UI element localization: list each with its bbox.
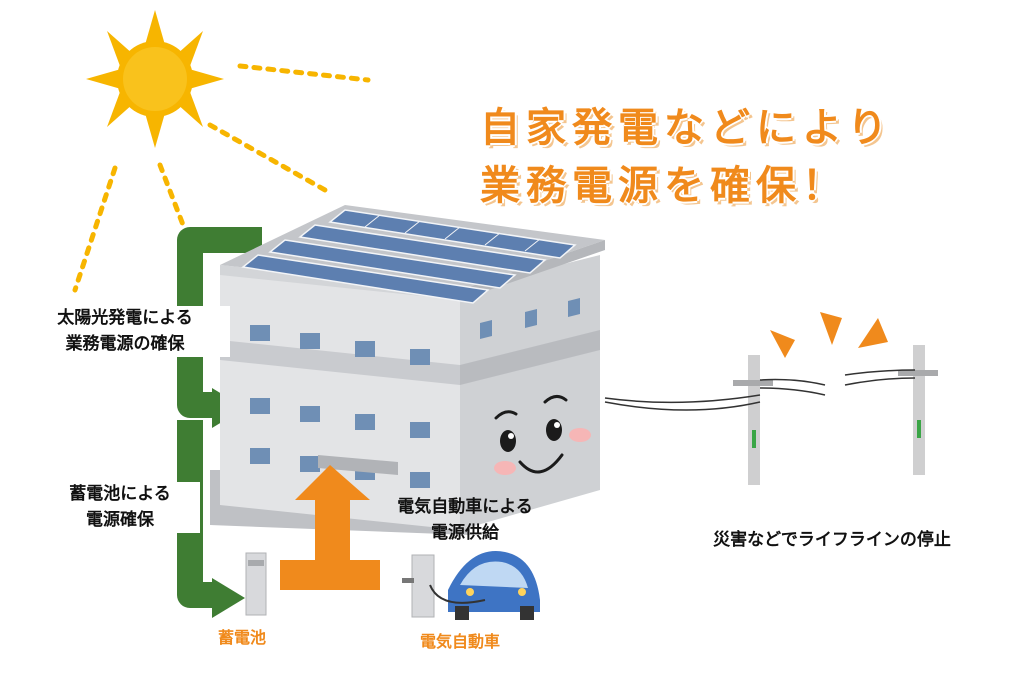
battery-label-line1: 蓄電池による [69, 484, 171, 504]
ev-supply-label: 電気自動車による 電源供給 [365, 495, 565, 546]
ev-device-label: 電気自動車 [420, 632, 501, 651]
utility-pole-icon [733, 345, 938, 485]
solar-label: 太陽光発電による 業務電源の確保 [20, 306, 230, 357]
headline-line-2: 業務電源を確保！ [480, 163, 848, 209]
ev-supply-label-line2: 電源供給 [431, 522, 499, 543]
alert-marks [770, 312, 888, 358]
sun-icon [86, 10, 224, 148]
solar-panel-icon [241, 209, 577, 304]
battery-device-label: 蓄電池 [218, 628, 267, 647]
ev-car-icon [402, 551, 540, 620]
outage-label: 災害などでライフラインの停止 [713, 530, 951, 550]
ev-supply-arrow [280, 465, 380, 590]
solar-label-line1: 太陽光発電による [57, 308, 193, 328]
solar-label-line2: 業務電源の確保 [65, 333, 185, 354]
battery-icon [245, 552, 267, 616]
battery-label-line2: 電源確保 [86, 509, 154, 530]
battery-label: 蓄電池による 電源確保 [40, 482, 200, 533]
ev-supply-label-line1: 電気自動車による [397, 497, 533, 517]
headline-line-1: 自家発電などにより [480, 105, 894, 151]
